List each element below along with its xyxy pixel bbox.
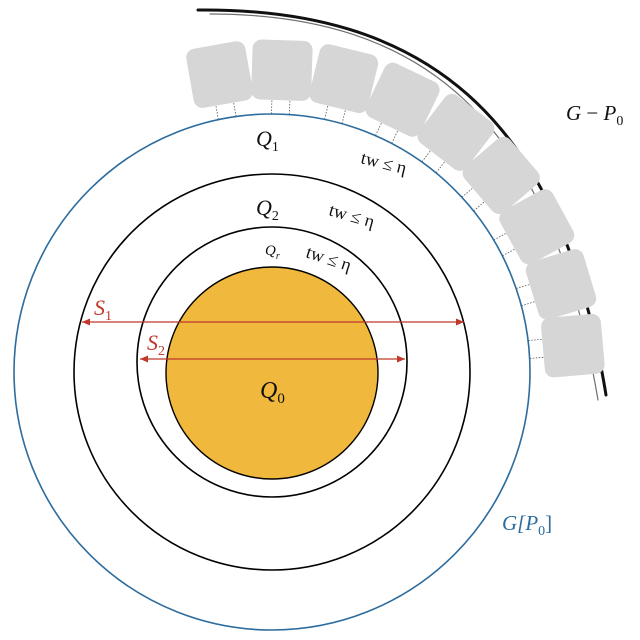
label-tw-ring2: tw ≤ η — [327, 200, 377, 232]
label-tw-ring3: tw ≤ η — [304, 242, 354, 275]
block-connector — [271, 93, 273, 114]
block-6 — [461, 136, 540, 214]
block-5 — [417, 93, 495, 174]
block-connector — [214, 99, 219, 120]
block-connector — [435, 156, 449, 174]
block-group — [186, 39, 605, 378]
label-q2: Q2 — [256, 195, 279, 224]
block-connector — [341, 104, 348, 124]
block-connector — [516, 282, 536, 289]
block-connector — [528, 338, 549, 341]
label-g-minus-p0: G − P0 — [566, 101, 623, 129]
block-connector — [391, 125, 401, 144]
block-shape — [186, 41, 253, 108]
block-connector — [502, 245, 521, 257]
block-1 — [186, 41, 253, 120]
block-shape — [462, 136, 540, 214]
label-q1: Q1 — [256, 126, 279, 155]
block-connector — [493, 230, 512, 241]
block-shape — [525, 249, 597, 320]
label-qr: Qr — [265, 243, 280, 262]
block-shape — [365, 62, 440, 137]
core-disk-q0 — [165, 266, 379, 480]
middle-circle-q2 — [73, 173, 471, 571]
block-shape — [309, 44, 379, 114]
span-s2 — [140, 355, 405, 363]
block-shape — [499, 189, 575, 265]
block-connector — [232, 96, 237, 117]
outer-circle-g-p0 — [13, 113, 531, 631]
label-s1: S1 — [94, 295, 112, 324]
block-shape — [251, 39, 313, 101]
block-connector — [529, 356, 550, 359]
block-2 — [251, 39, 313, 115]
block-shape — [541, 313, 605, 378]
label-s2: S2 — [147, 330, 165, 359]
block-connector — [289, 94, 291, 115]
block-4 — [365, 62, 440, 144]
block-3 — [309, 44, 379, 124]
block-connector — [375, 117, 385, 136]
label-tw-ring1: tw ≤ η — [359, 147, 409, 178]
label-q0: Q0 — [260, 378, 285, 407]
span-s1 — [82, 318, 464, 326]
block-connector — [473, 197, 490, 212]
block-shape — [417, 93, 495, 171]
label-g-p0: G[P0] — [502, 511, 552, 539]
block-connector — [324, 99, 330, 120]
inner-circle-qr — [136, 226, 408, 498]
block-9 — [528, 313, 605, 378]
block-8 — [516, 249, 597, 320]
block-connector — [461, 183, 478, 198]
block-connector — [421, 145, 435, 163]
block-7 — [493, 189, 575, 265]
block-connector — [521, 299, 541, 307]
